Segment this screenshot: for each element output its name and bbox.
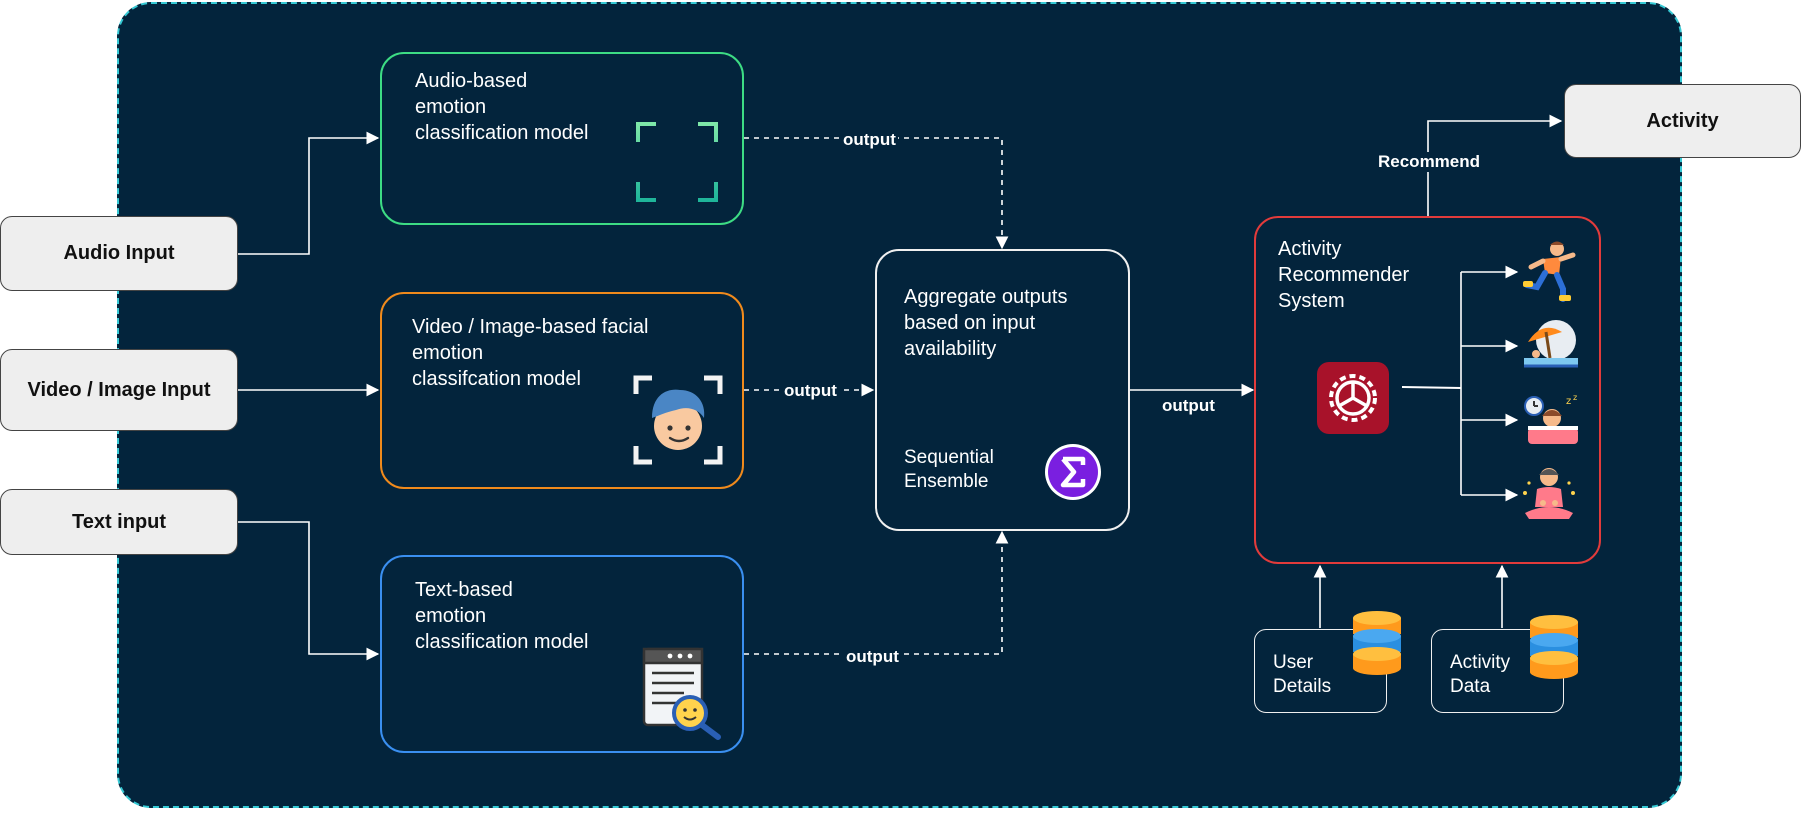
user-details-label: User Details [1273,652,1332,697]
svg-text:z: z [1566,396,1571,407]
aggregator-title: Aggregate outputs based on input availab… [904,286,1068,360]
audio-input-arrow [238,131,380,255]
video-output-label: output [782,381,839,401]
audio-output-label: output [841,130,898,150]
gear-branch-line [1401,386,1462,389]
aggregate-output-label: output [1160,396,1217,416]
recommend-arrow [1427,114,1563,216]
database-icon [1353,611,1401,675]
recommender-title: Activity Recommender System [1278,238,1410,312]
sleeping-person-icon: z z [1524,394,1578,444]
text-output-label: output [844,647,901,667]
gear-icon [1317,362,1389,434]
sigma-icon [1045,444,1101,500]
database-icon [1530,615,1578,679]
svg-text:z: z [1573,394,1577,402]
aggregator-box: Aggregate outputs based on input availab… [875,249,1130,531]
activity-output-box: Activity [1564,84,1801,158]
running-person-icon [1523,241,1576,302]
activity-data-box: Activity Data [1431,629,1564,713]
beach-umbrella-icon [1524,320,1578,368]
document-search-icon [642,647,721,740]
face-scan-icon [633,375,723,465]
meditation-icon [1523,468,1575,519]
recommend-label: Recommend [1376,152,1483,172]
video-model-box: Video / Image-based facial emotion class… [380,292,744,489]
audio-model-label: Audio-based emotion classification model [415,70,589,144]
text-output-arrow [744,530,1009,655]
audio-input-box: Audio Input [0,216,238,291]
text-input-arrow [238,521,380,661]
text-model-label: Text-based emotion classification model [415,579,589,653]
audio-model-box: Audio-based emotion classification model [380,52,744,225]
aggregator-method: Sequential Ensemble [904,447,994,492]
audio-output-arrow [744,137,1009,250]
sound-wave-icon [636,122,718,202]
text-model-box: Text-based emotion classification model [380,555,744,753]
recommender-box: Activity Recommender System [1254,216,1601,564]
video-input-box: Video / Image Input [0,349,238,431]
video-model-label: Video / Image-based facial emotion class… [412,316,649,390]
activity-data-label: Activity Data [1450,652,1511,697]
text-input-box: Text input [0,489,238,555]
